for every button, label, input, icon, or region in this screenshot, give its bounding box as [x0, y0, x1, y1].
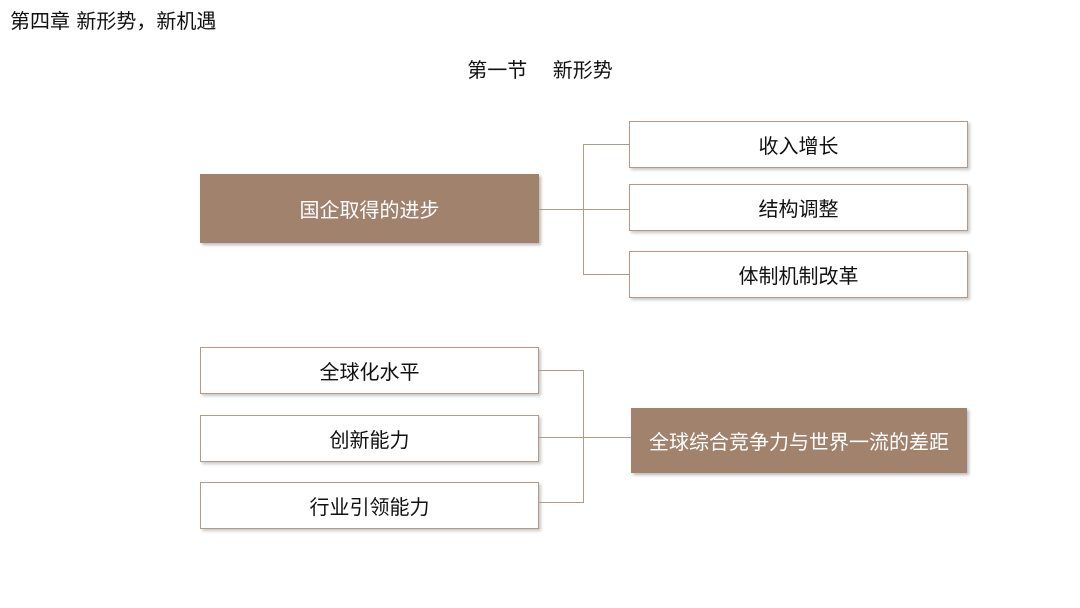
section-title: 第一节 新形势 [467, 58, 613, 82]
connector-line [539, 502, 584, 503]
node-innovation-capability: 创新能力 [200, 415, 539, 462]
connector-line [583, 370, 584, 503]
connector-line [583, 437, 631, 438]
node-income-growth: 收入增长 [629, 121, 968, 168]
node-institutional-reform: 体制机制改革 [629, 251, 968, 298]
node-soe-progress: 国企取得的进步 [200, 174, 539, 243]
node-globalization-level: 全球化水平 [200, 347, 539, 394]
node-global-competitiveness-gap: 全球综合竞争力与世界一流的差距 [631, 408, 967, 473]
connector-line [539, 209, 584, 210]
chapter-title: 第四章 新形势，新机遇 [10, 9, 217, 33]
connector-line [583, 144, 629, 145]
connector-line [539, 437, 584, 438]
connector-line [583, 274, 629, 275]
node-industry-leadership: 行业引领能力 [200, 482, 539, 529]
connector-line [583, 209, 629, 210]
connector-line [539, 370, 584, 371]
node-structural-adjustment: 结构调整 [629, 184, 968, 231]
